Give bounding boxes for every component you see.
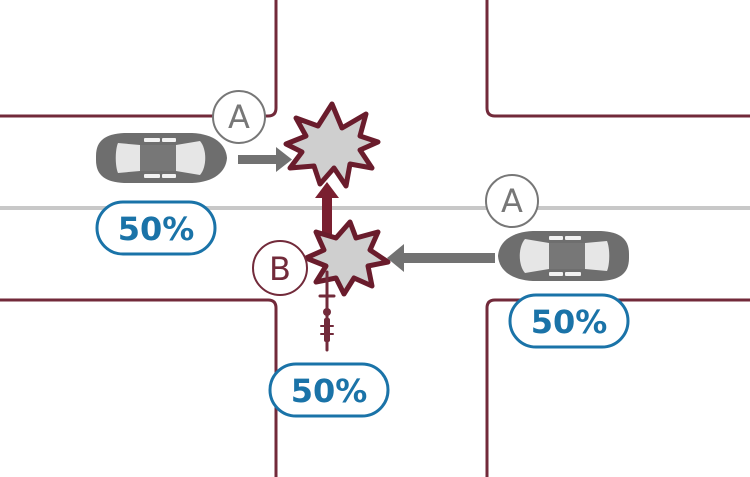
party-a-east-letter: A bbox=[501, 182, 523, 220]
road-edge-bottom-left bbox=[0, 298, 278, 477]
party-b-label: B bbox=[252, 240, 308, 296]
percent-badge-car-west: 50% bbox=[95, 200, 217, 256]
arrow-car-east-icon bbox=[387, 244, 495, 272]
percent-car-east: 50% bbox=[531, 303, 608, 341]
bicycle-b-icon bbox=[318, 270, 336, 352]
party-a-west-label: A bbox=[212, 90, 266, 144]
party-a-west-letter: A bbox=[228, 98, 250, 136]
percent-bicycle: 50% bbox=[291, 372, 368, 410]
car-a-west-icon bbox=[96, 133, 227, 183]
percent-badge-bicycle: 50% bbox=[268, 362, 390, 418]
percent-car-west: 50% bbox=[118, 210, 195, 248]
road-edge-top-left bbox=[0, 0, 278, 118]
road-edge-top-right bbox=[485, 0, 750, 118]
arrow-bicycle-icon bbox=[315, 182, 339, 235]
arrow-car-west-icon bbox=[238, 147, 292, 172]
road-edge-bottom-right bbox=[485, 298, 750, 477]
party-a-east-label: A bbox=[485, 174, 539, 228]
collision-top-icon bbox=[283, 101, 381, 189]
collision-bottom-icon bbox=[303, 219, 391, 297]
car-a-east-icon bbox=[498, 231, 629, 281]
party-b-letter: B bbox=[269, 250, 291, 288]
percent-badge-car-east: 50% bbox=[508, 293, 630, 349]
